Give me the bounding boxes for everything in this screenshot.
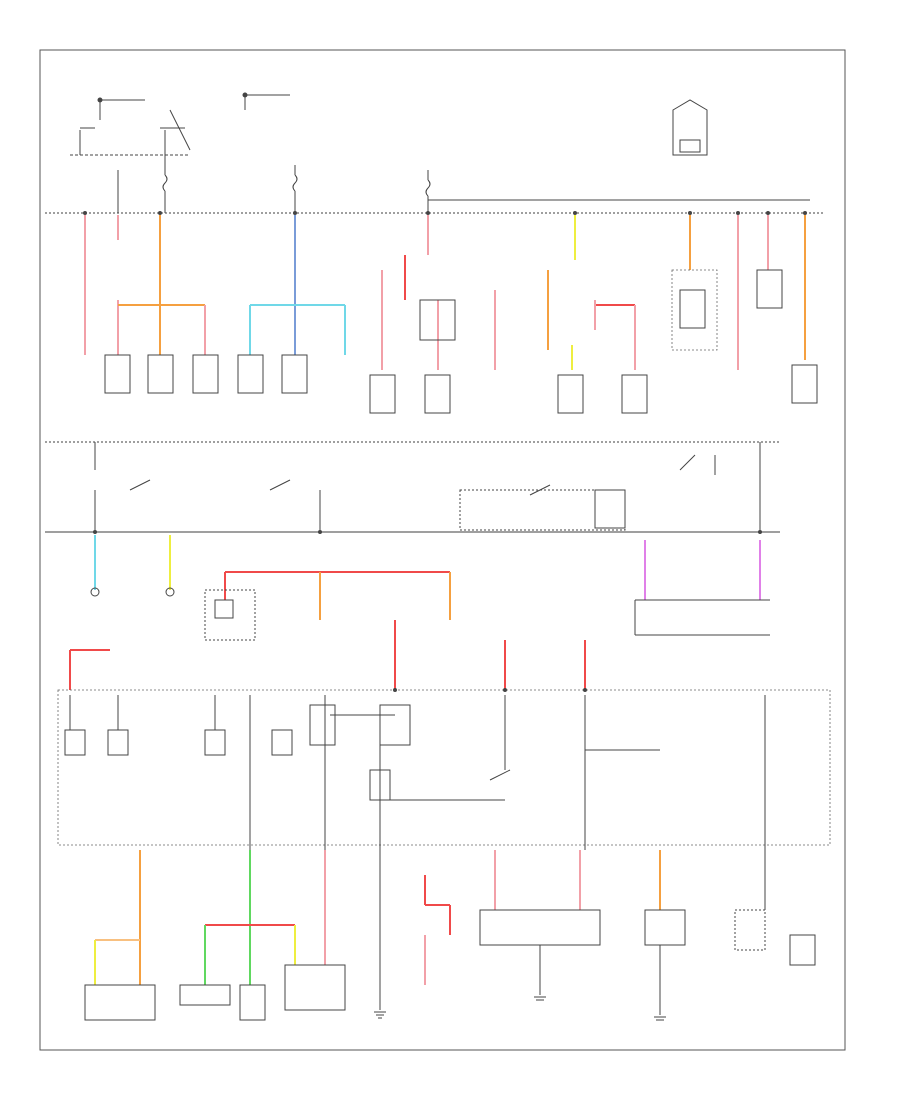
diagram-border (39, 49, 846, 1051)
ground-symbols (374, 996, 666, 1021)
lower-section-wires (94, 850, 661, 985)
top-section-wires (84, 215, 806, 370)
lower-fuse-panel (57, 689, 831, 846)
component-boxes-row-1 (104, 269, 818, 414)
bottom-components (84, 850, 816, 1021)
lower-panel-components (64, 695, 766, 850)
splice-dots (83, 211, 807, 692)
switch-row (94, 442, 761, 531)
top-right-relay (672, 99, 708, 156)
top-fuses (117, 155, 810, 213)
ignition-switch (70, 92, 290, 156)
component-boxes-mid (90, 587, 770, 641)
dashed-areas (671, 269, 718, 351)
middle-section-wires (69, 535, 761, 690)
